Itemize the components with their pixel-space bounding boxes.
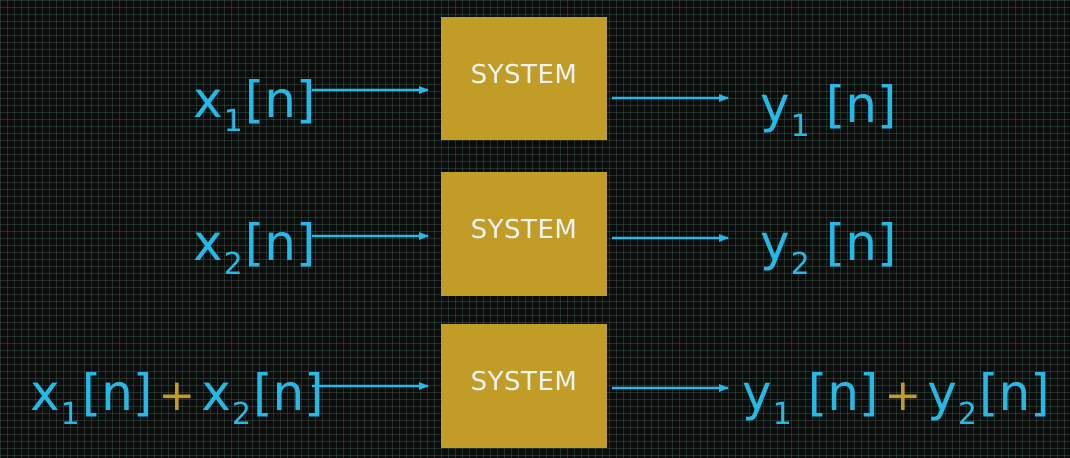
output-sub-2: 2 <box>790 247 810 282</box>
system-box-2: SYSTEM <box>441 172 607 296</box>
output-b-sub-3: 2 <box>957 397 977 432</box>
input-var-2: x <box>193 214 223 272</box>
output-a-sub-3: 1 <box>772 397 792 432</box>
system-label-3: SYSTEM <box>470 367 578 397</box>
input-b-sub-3: 2 <box>231 397 251 432</box>
output-plus-3: + <box>884 370 922 421</box>
output-var-2: y <box>760 214 790 272</box>
output-b-arg-3: [n] <box>978 364 1050 422</box>
input-b-var-3: x <box>201 364 231 422</box>
output-a-var-3: y <box>742 364 772 422</box>
output-b-var-3: y <box>927 364 957 422</box>
system-label-1: SYSTEM <box>470 59 578 90</box>
output-sub-1: 1 <box>790 109 810 144</box>
input-sub-1: 1 <box>223 104 243 139</box>
input-sub-2: 2 <box>223 247 243 282</box>
input-b-arg-3: [n] <box>252 364 324 422</box>
input-a-arg-3: [n] <box>81 364 153 422</box>
output-var-1: y <box>760 76 790 134</box>
output-arg-2: [n] <box>825 214 897 272</box>
output-a-arg-3: [n] <box>807 364 879 422</box>
system-box-3: SYSTEM <box>441 324 607 448</box>
input-a-var-3: x <box>30 364 60 422</box>
input-plus-3: + <box>158 370 196 421</box>
input-var-1: x <box>193 71 223 129</box>
output-arg-1: [n] <box>825 76 897 134</box>
system-box-1: SYSTEM <box>441 17 607 140</box>
input-a-sub-3: 1 <box>60 397 80 432</box>
input-arg-1: [n] <box>244 71 316 129</box>
input-arg-2: [n] <box>244 214 316 272</box>
system-label-2: SYSTEM <box>470 215 578 245</box>
